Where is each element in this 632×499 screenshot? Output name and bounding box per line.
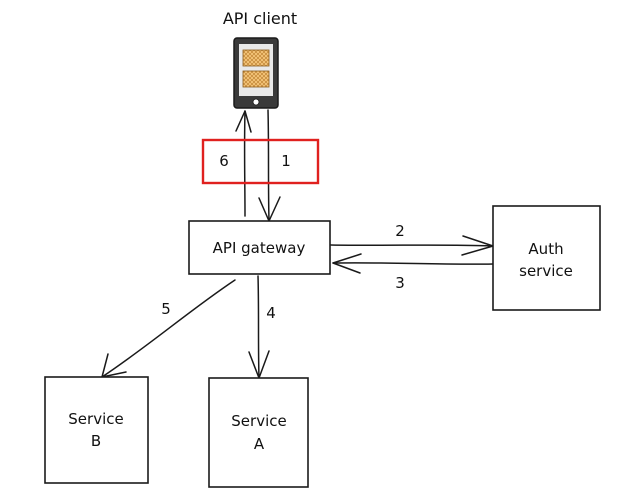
highlight-box <box>201 138 320 185</box>
service-a-label-line2: A <box>254 435 265 453</box>
service-b-label-line1: Service <box>68 410 123 428</box>
service-b-box <box>44 376 149 484</box>
step-5-label: 5 <box>161 300 171 318</box>
mobile-phone-icon <box>233 37 279 109</box>
step-3-label: 3 <box>395 274 405 292</box>
service-b-label-line2: B <box>91 432 101 450</box>
arrow-gateway-to-auth <box>330 235 494 256</box>
auth-service-label-line1: Auth <box>528 240 563 258</box>
auth-service-box <box>492 205 601 311</box>
gateway-box <box>188 220 331 275</box>
arrow-gateway-to-service-b <box>101 279 236 378</box>
step-6-label: 6 <box>219 152 229 170</box>
service-a-label-line1: Service <box>231 412 286 430</box>
gateway-label: API gateway <box>213 239 306 257</box>
arrow-auth-to-gateway <box>332 253 494 274</box>
step-2-label: 2 <box>395 222 405 240</box>
arrow-client-to-gateway <box>258 109 281 222</box>
service-a-box <box>208 377 309 488</box>
client-label: API client <box>223 9 297 28</box>
arrow-gateway-to-service-a <box>248 275 270 379</box>
arrow-gateway-to-client <box>235 110 252 217</box>
auth-service-label-line2: service <box>519 262 573 280</box>
step-4-label: 4 <box>266 304 276 322</box>
step-1-label: 1 <box>281 152 291 170</box>
